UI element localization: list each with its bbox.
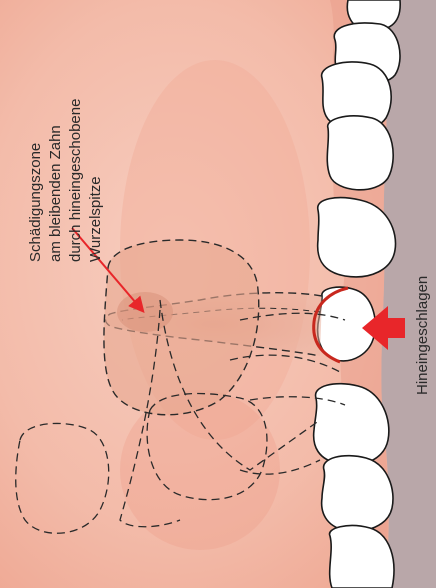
damage-zone-label-2: am bleibenden Zahn: [47, 125, 64, 262]
damage-zone-label-4: Wurzelspitze: [87, 176, 104, 262]
damage-zone-label-3: durch hineingeschobene: [67, 99, 84, 262]
gum-shadow-lower: [120, 390, 280, 550]
damage-zone-label: Schädigungszone: [27, 143, 44, 262]
tooth-8: [322, 456, 393, 531]
tooth-4: [327, 116, 393, 190]
impact-label: Hineingeschlagen: [414, 276, 431, 395]
